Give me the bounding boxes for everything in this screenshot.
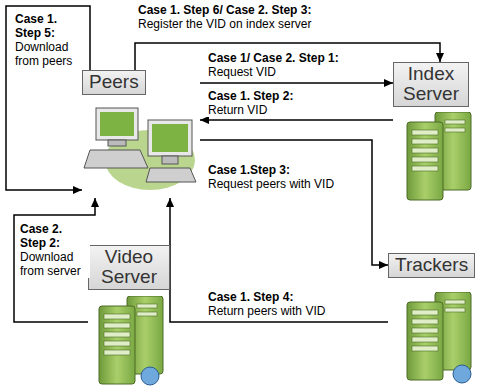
- step-label: Case 1. Step 5: Download from peers: [13, 12, 87, 68]
- step-label: Case 2. Step 2: Download from server: [18, 222, 90, 278]
- step-label: Case 1. Step 6/ Case 2. Step 3: Register…: [136, 3, 313, 31]
- node-title: Video Server: [88, 245, 170, 290]
- step-label: Case 1.Step 3: Request peers with VID: [206, 163, 336, 191]
- flow-arrow: [170, 198, 388, 322]
- node-title: Peers: [82, 70, 146, 95]
- server-node: Index Server: [393, 62, 478, 205]
- flow-arrow: [200, 140, 388, 265]
- server-node: Trackers: [388, 253, 478, 390]
- peers-computer-icon: [84, 108, 196, 190]
- flow-arrow: [14, 198, 95, 322]
- server-node: Video Server: [88, 245, 176, 390]
- server-node: Peers: [82, 70, 200, 198]
- video-server-icon: [99, 296, 163, 384]
- index-server-icon: [407, 112, 471, 200]
- step-label: Case 1/ Case 2. Step 1: Request VID: [206, 51, 341, 79]
- flow-arrow: [200, 82, 393, 84]
- step-label: Case 1. Step 2: Return VID: [206, 89, 295, 117]
- step-label: Case 1. Step 4: Return peers with VID: [206, 290, 327, 318]
- node-title: Index Server: [393, 62, 469, 107]
- node-title: Trackers: [388, 253, 475, 278]
- flow-arrow: [200, 119, 393, 121]
- globe-badge: [141, 365, 471, 385]
- flow-arrow: [6, 6, 90, 190]
